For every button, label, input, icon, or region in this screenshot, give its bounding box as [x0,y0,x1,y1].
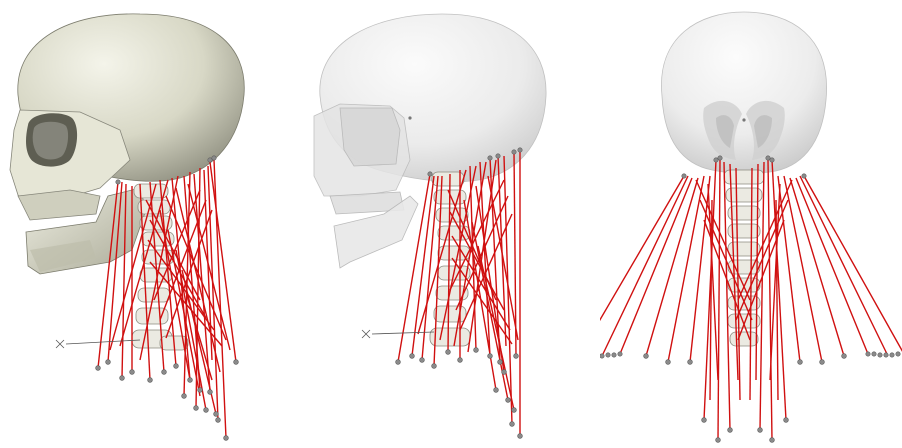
cranium [661,12,826,173]
eye-orbit [340,108,400,166]
skull-neck-model-posterior [600,0,902,448]
axis-origin-icon [56,340,140,348]
panel-posterior-translucent [600,0,902,448]
skull-neck-model-lateral-translucent [300,0,600,448]
skull-neck-model-lateral-opaque [0,0,300,448]
panel-lateral-translucent [300,0,600,448]
axis-origin-icon [362,330,434,338]
panel-lateral-opaque [0,0,300,448]
